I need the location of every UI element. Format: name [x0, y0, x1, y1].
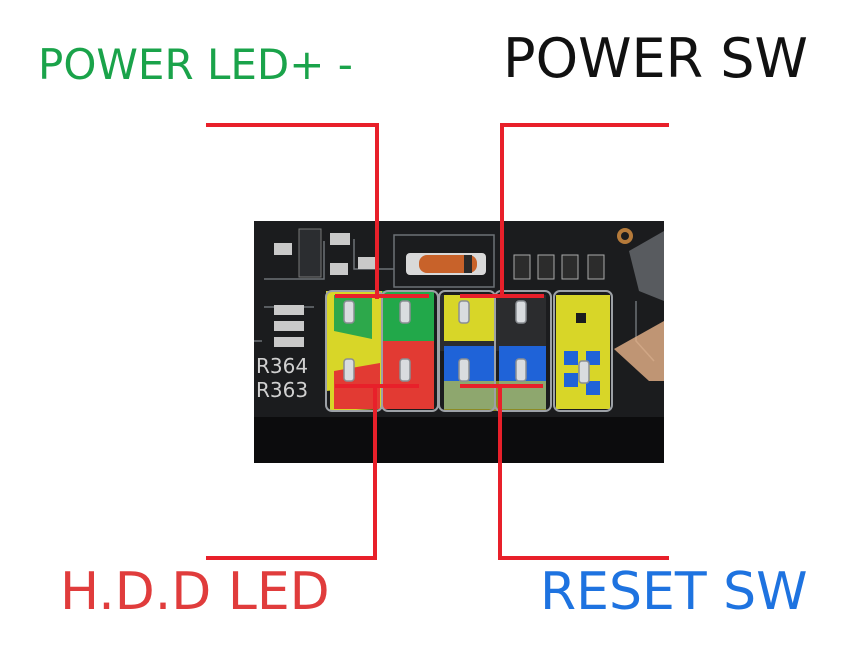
diode: [406, 253, 486, 275]
ref-r363: R363: [256, 378, 308, 402]
power-led-label: POWER LED+ -: [38, 40, 353, 89]
header-pins: [343, 300, 590, 384]
pin-header: [325, 290, 613, 412]
pcb-sticker: [614, 321, 664, 381]
ref-r364: R364: [256, 354, 308, 378]
reset-sw-label: RESET SW: [540, 562, 808, 622]
hdd-led-label: H.D.D LED: [60, 562, 330, 622]
header-photo: R364 R363: [254, 221, 664, 463]
pcb-shadow: [254, 417, 664, 463]
power-sw-label: POWER SW: [503, 27, 808, 90]
hdd-led-paint-red: [334, 363, 380, 409]
